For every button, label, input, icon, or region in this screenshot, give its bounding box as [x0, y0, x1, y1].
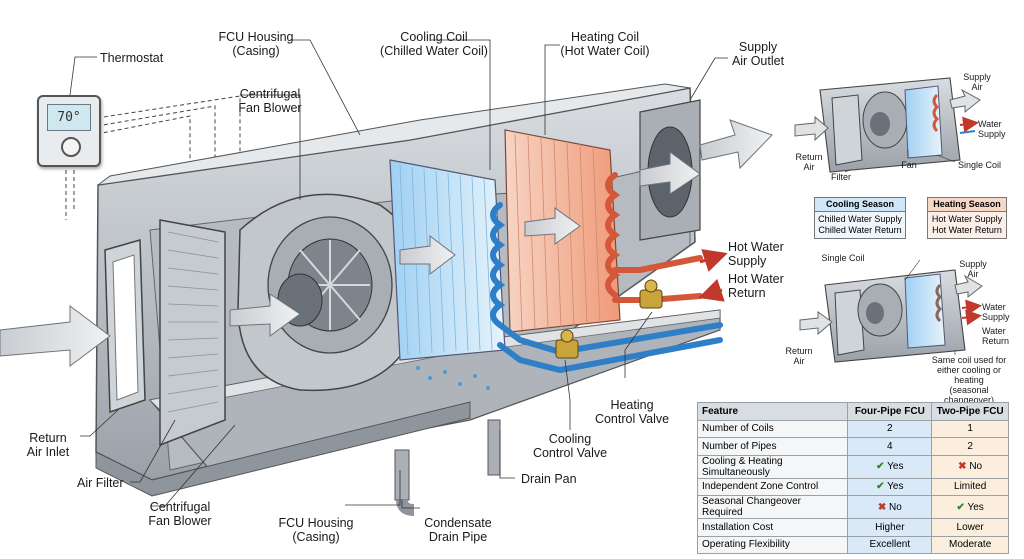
table-cell-two-pipe: 2	[931, 437, 1009, 456]
condensate-drain-pipe	[394, 419, 501, 516]
table-cell-two-pipe: ✔ Yes	[931, 495, 1009, 519]
mini2-note: Same coil used for either cooling or hea…	[931, 355, 1007, 405]
label-heating-control-valve: Heating Control Valve	[594, 398, 670, 426]
table-header-two-pipe: Two-Pipe FCU	[931, 402, 1009, 421]
mini2-return-air: Return Air	[785, 346, 813, 366]
table-row: Operating Flexibility Excellent Moderate	[696, 535, 1009, 554]
cross-icon: ✖	[877, 501, 887, 513]
heating-season-box: Heating Season Hot Water Supply Hot Wate…	[927, 197, 1007, 239]
table-cell-two-pipe: Moderate	[931, 535, 1009, 554]
table-cell-four-pipe: ✖ No	[847, 495, 933, 519]
label-drain-pan: Drain Pan	[521, 472, 577, 486]
table-cell-feature: Seasonal Changeover Required	[696, 495, 849, 519]
table-row: Cooling & Heating Simultaneously ✔ Yes ✖…	[696, 454, 1009, 479]
mini2-supply-air: Supply Air	[959, 259, 987, 279]
label-fan-blower-bottom: Centrifugal Fan Blower	[148, 500, 212, 528]
table-header-row: Feature Four-Pipe FCU Two-Pipe FCU	[696, 402, 1009, 421]
table-cell-value: Yes	[887, 461, 904, 472]
hot-water-arrows	[698, 249, 728, 302]
label-air-filter: Air Filter	[77, 476, 124, 490]
mini4-fan: Fan	[901, 160, 917, 170]
thermostat-dial	[61, 137, 81, 157]
control-valves	[555, 279, 663, 359]
table-cell-value: No	[969, 461, 983, 472]
comparison-table: Feature Four-Pipe FCU Two-Pipe FCU Numbe…	[696, 402, 1009, 554]
table-cell-feature: Installation Cost	[696, 518, 849, 537]
table-cell-four-pipe: Higher	[847, 518, 933, 537]
return-air-inlet	[104, 239, 146, 414]
airflow-arrows	[0, 119, 773, 367]
table-row: Installation Cost Higher Lower	[696, 518, 1009, 537]
table-cell-feature: Number of Pipes	[696, 437, 849, 456]
mini4-filter: Filter	[831, 172, 851, 182]
heating-season-title: Heating Season	[927, 197, 1007, 212]
table-cell-two-pipe: 1	[931, 419, 1009, 438]
table-row: Seasonal Changeover Required ✖ No ✔ Yes	[696, 495, 1009, 519]
check-icon: ✔	[876, 481, 885, 493]
check-icon: ✔	[876, 461, 885, 472]
table-cell-four-pipe: ✔ Yes	[847, 454, 933, 479]
label-hot-water-return: Hot Water Return	[728, 272, 784, 300]
label-supply-air-outlet: Supply Air Outlet	[731, 40, 785, 68]
table-cell-value: Yes	[887, 481, 904, 493]
table-cell-four-pipe: ✔ Yes	[847, 477, 933, 496]
leader-lines	[69, 39, 728, 509]
two-pipe-mini-diagram	[799, 269, 983, 363]
cooling-season-box: Cooling Season Chilled Water Supply Chil…	[814, 197, 906, 239]
table-cell-four-pipe: 4	[847, 437, 933, 456]
label-cooling-coil: Cooling Coil (Chilled Water Coil)	[380, 30, 488, 58]
table-cell-four-pipe: 2	[847, 419, 933, 438]
heating-season-lines: Hot Water Supply Hot Water Return	[927, 212, 1007, 239]
label-cooling-control-valve: Cooling Control Valve	[532, 432, 608, 460]
mini4-supply-air: Supply Air	[963, 72, 991, 92]
label-return-air-inlet: Return Air Inlet	[26, 431, 70, 459]
cooling-season-title: Cooling Season	[814, 197, 906, 212]
table-cell-value: Yes	[967, 501, 984, 513]
table-cell-two-pipe: Limited	[931, 477, 1009, 496]
label-fcu-housing-top: FCU Housing (Casing)	[218, 30, 294, 58]
label-fcu-housing-bottom: FCU Housing (Casing)	[278, 516, 354, 544]
table-cell-two-pipe: ✖ No	[931, 454, 1009, 479]
table-row: Number of Pipes 4 2	[696, 437, 1009, 456]
label-fan-blower-top: Centrifugal Fan Blower	[238, 87, 302, 115]
label-thermostat: Thermostat	[100, 51, 164, 65]
label-heating-coil: Heating Coil (Hot Water Coil)	[560, 30, 650, 58]
cooling-season-lines: Chilled Water Supply Chilled Water Retur…	[814, 212, 906, 239]
label-condensate-drain-pipe: Condensate Drain Pipe	[424, 516, 492, 544]
four-pipe-mini-diagram	[794, 77, 981, 173]
mini-leader-lines	[844, 150, 956, 355]
piping	[497, 255, 723, 374]
mini2-water-return: Water Return	[982, 326, 1010, 346]
mini2-single-coil: Single Coil	[821, 253, 865, 263]
table-header-four-pipe: Four-Pipe FCU	[847, 402, 933, 421]
mini4-return-air: Return Air	[795, 152, 823, 172]
label-hot-water-supply: Hot Water Supply	[728, 240, 784, 268]
centrifugal-fan-blower	[237, 193, 424, 392]
cross-icon: ✖	[958, 461, 967, 472]
table-header-feature: Feature	[696, 402, 849, 421]
table-cell-feature: Cooling & Heating Simultaneously	[696, 454, 849, 479]
table-cell-feature: Independent Zone Control	[696, 477, 849, 496]
table-cell-feature: Number of Coils	[696, 419, 849, 438]
table-cell-feature: Operating Flexibility	[696, 535, 849, 554]
check-icon: ✔	[956, 501, 965, 513]
thermostat-display: 70°	[47, 104, 91, 131]
table-row: Number of Coils 2 1	[696, 419, 1009, 438]
mini4-water-supply: Water Supply	[978, 119, 1006, 139]
mini4-single-coil: Single Coil	[958, 160, 1002, 170]
table-cell-two-pipe: Lower	[931, 518, 1009, 537]
table-row: Independent Zone Control ✔ Yes Limited	[696, 477, 1009, 496]
table-cell-four-pipe: Excellent	[847, 535, 933, 554]
mini2-water-supply: Water Supply	[982, 302, 1010, 322]
air-filter	[159, 219, 226, 447]
table-cell-value: No	[889, 501, 902, 513]
thermostat-device: 70°	[37, 95, 101, 167]
